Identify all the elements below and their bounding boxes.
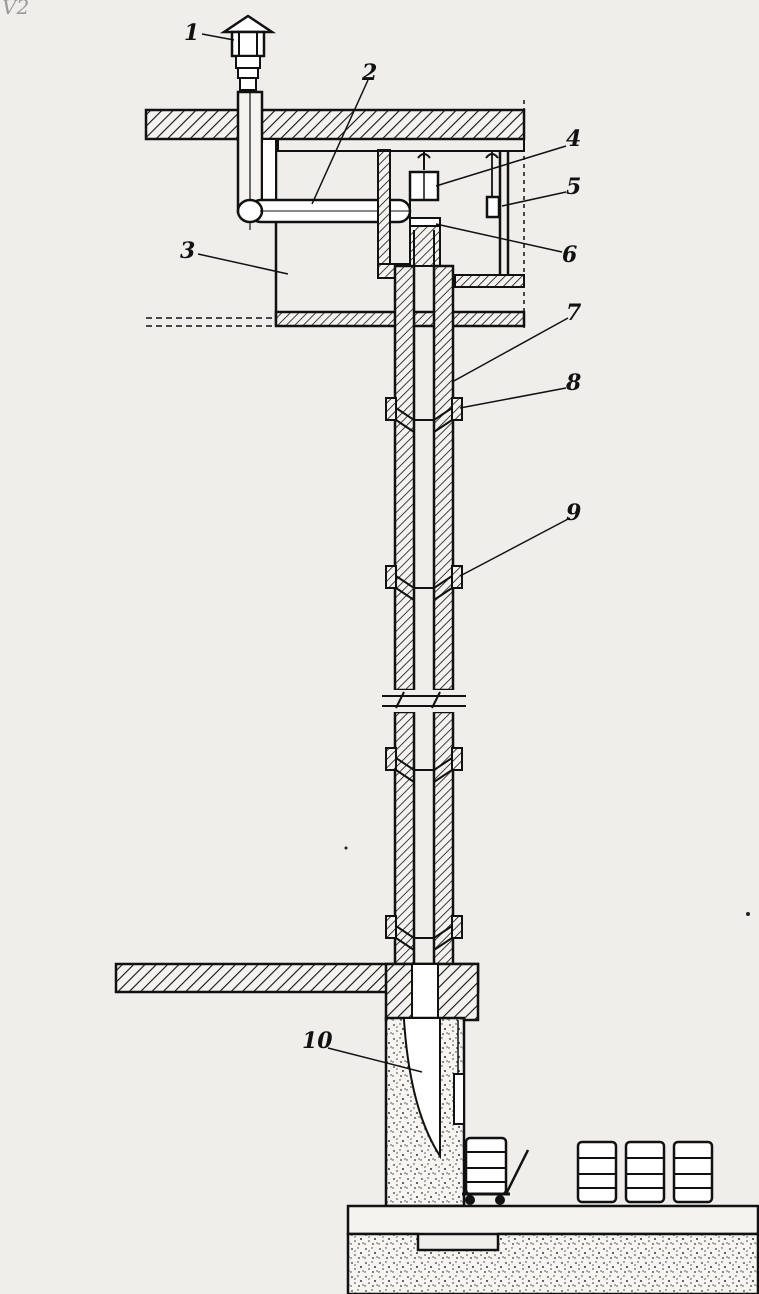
chute-left-wall bbox=[393, 264, 416, 969]
roof-slab bbox=[144, 100, 526, 330]
callout-1: 1 bbox=[184, 20, 199, 46]
leader-lines bbox=[197, 33, 571, 1073]
bin-3 bbox=[672, 1140, 714, 1204]
clamp-4 bbox=[385, 915, 463, 951]
horizontal-duct bbox=[236, 198, 412, 224]
chute-pipe-lines bbox=[413, 230, 435, 966]
bin-2 bbox=[624, 1140, 666, 1204]
callout-9: 9 bbox=[566, 500, 581, 526]
callout-6: 6 bbox=[562, 242, 577, 268]
callout-10: 10 bbox=[302, 1028, 333, 1054]
break-symbol bbox=[380, 690, 466, 712]
upper-floor-slab bbox=[146, 274, 526, 328]
bin-1 bbox=[576, 1140, 618, 1204]
callout-2: 2 bbox=[361, 60, 377, 86]
counterweight bbox=[485, 150, 501, 219]
vent-cap bbox=[219, 14, 277, 91]
chute-right-wall bbox=[432, 264, 455, 969]
clamp-1 bbox=[385, 397, 463, 433]
callout-8: 8 bbox=[565, 370, 581, 396]
collection-chamber bbox=[384, 1016, 466, 1208]
floor-clamps bbox=[385, 397, 463, 951]
bin-trolley bbox=[462, 1136, 530, 1205]
callout-5: 5 bbox=[566, 174, 581, 200]
upper-chamber bbox=[261, 138, 278, 325]
base-foundation bbox=[346, 1204, 759, 1294]
corner-mark: V2 bbox=[2, 0, 29, 19]
clamp-3 bbox=[385, 747, 463, 783]
callout-4: 4 bbox=[566, 126, 581, 152]
clamp-2 bbox=[385, 565, 463, 601]
callout-7: 7 bbox=[566, 300, 582, 326]
ground-floor-slab bbox=[114, 962, 480, 1022]
callout-3: 3 bbox=[180, 238, 195, 264]
